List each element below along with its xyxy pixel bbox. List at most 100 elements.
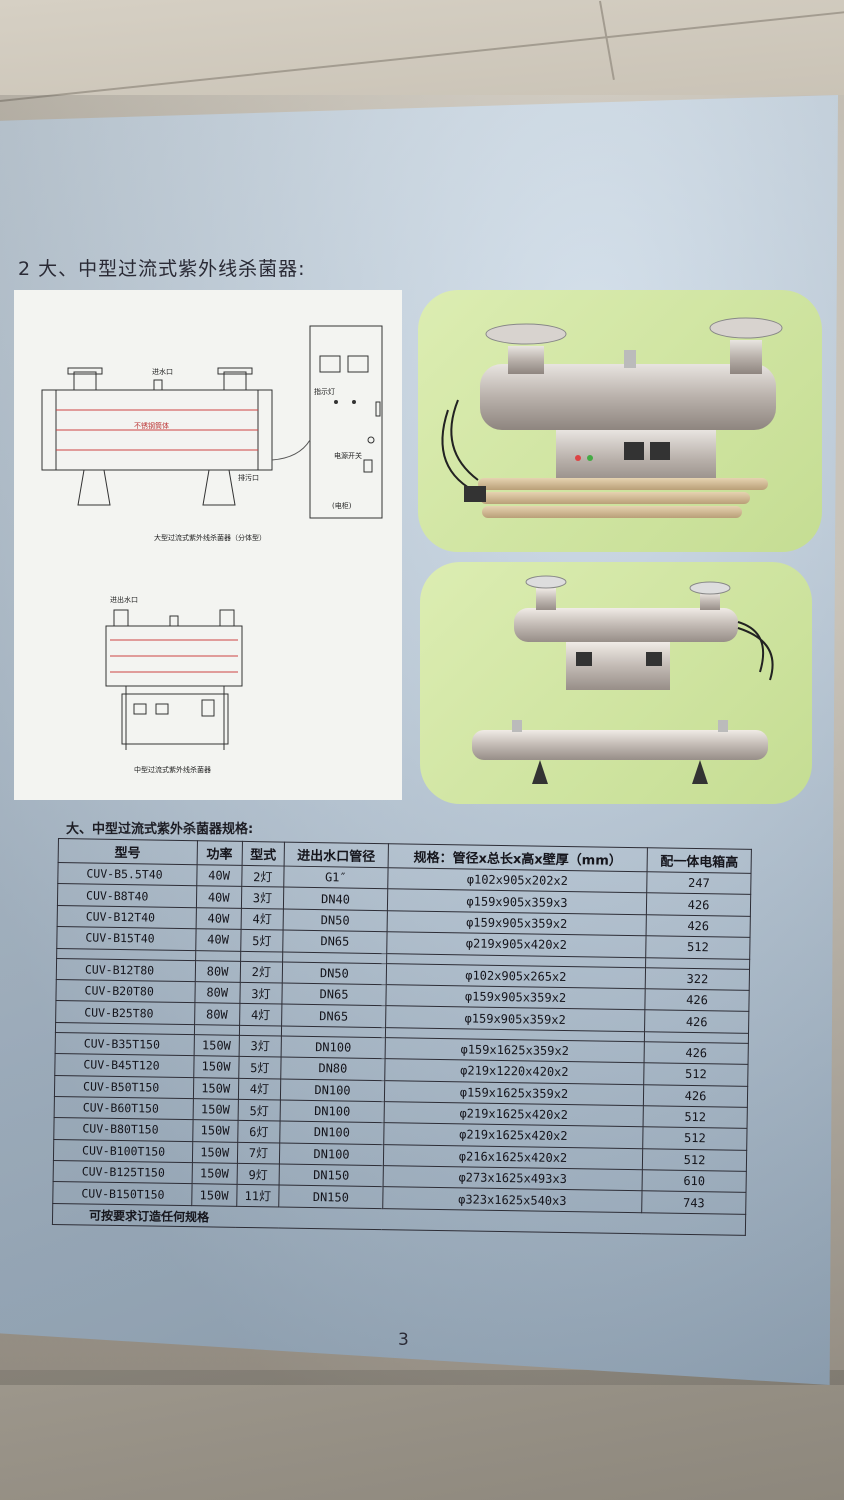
header-power: 功率	[196, 840, 243, 866]
cell-height: 426	[643, 1084, 748, 1108]
cell-height: 512	[642, 1127, 748, 1151]
cell-power: 150W	[192, 1098, 239, 1121]
cell-type: 3灯	[239, 982, 283, 1005]
product-photo-medium	[420, 562, 812, 804]
cell-model: CUV-B60T150	[54, 1096, 193, 1120]
cell-model: CUV-B5.5T40	[57, 862, 197, 887]
cell-type: 9灯	[236, 1163, 280, 1186]
large-leg	[202, 469, 236, 506]
cell-type: 5灯	[240, 929, 284, 952]
label-tube: 不锈钢筒体	[134, 421, 169, 430]
cell-model: CUV-B35T150	[55, 1032, 194, 1056]
cell-model: CUV-B20T80	[55, 979, 195, 1004]
cell-power: 150W	[193, 1055, 239, 1078]
cell-power: 150W	[191, 1162, 238, 1185]
cell-port: DN50	[283, 908, 388, 932]
cell-type: 6灯	[237, 1120, 281, 1143]
cell-height: 247	[646, 871, 752, 895]
separator-cell	[193, 1024, 240, 1036]
cell-power: 150W	[191, 1141, 238, 1164]
cell-port: DN65	[282, 930, 387, 954]
cell-type: 4灯	[239, 1003, 282, 1026]
cell-type: 11灯	[236, 1184, 280, 1207]
cell-power: 80W	[194, 1003, 240, 1026]
cell-port: DN150	[278, 1185, 383, 1209]
cell-power: 150W	[192, 1119, 238, 1143]
cell-height: 512	[642, 1148, 747, 1172]
cell-power: 150W	[192, 1077, 239, 1100]
cell-port: DN100	[280, 1078, 385, 1102]
header-model: 型号	[58, 838, 198, 865]
cell-model: CUV-B25T80	[55, 1000, 195, 1025]
header-type: 型式	[241, 841, 285, 867]
cell-height: 322	[645, 967, 750, 991]
label-mid-outlet: 进出水口	[110, 595, 138, 604]
cell-height: 512	[645, 935, 751, 959]
cell-model: CUV-B100T150	[53, 1139, 193, 1163]
cell-port: DN150	[279, 1164, 384, 1188]
label-drain: 排污口	[238, 473, 259, 482]
header-height: 配一体电箱高	[647, 847, 752, 874]
cell-model: CUV-B45T120	[54, 1053, 194, 1078]
cell-port: DN65	[281, 982, 387, 1007]
label-cabinet-switch: 电源开关	[334, 451, 362, 460]
cell-port: DN100	[279, 1142, 384, 1166]
cell-height: 610	[642, 1169, 747, 1193]
cell-port: G1″	[283, 866, 388, 890]
cell-power: 80W	[194, 960, 241, 983]
spec-table-title: 大、中型过流式紫外杀菌器规格:	[66, 822, 254, 837]
cell-power: 40W	[196, 864, 242, 887]
technical-drawing: 进水口 不锈钢筒体 排污口 指示灯 电源开关 (电柜) 大型过流式紫外线杀菌器（…	[41, 325, 383, 774]
large-unit-endcap-right	[257, 389, 273, 471]
large-inlet-port	[73, 371, 97, 391]
cell-type: 2灯	[241, 865, 285, 888]
label-cabinet: (电柜)	[332, 501, 352, 510]
cell-height: 426	[646, 893, 751, 917]
cell-type: 4灯	[240, 908, 284, 931]
mid-unit-caption: 中型过流式紫外线杀菌器	[134, 765, 211, 774]
cell-power: 150W	[193, 1034, 240, 1057]
section-heading: 2 大、中型过流式紫外线杀菌器:	[18, 258, 306, 280]
separator-cell	[240, 950, 283, 962]
cell-model: CUV-B50T150	[54, 1074, 194, 1099]
label-cabinet-lamp: 指示灯	[314, 387, 335, 396]
cell-model: CUV-B8T40	[57, 883, 197, 908]
cell-model: CUV-B150T150	[52, 1181, 192, 1206]
product-photo-large	[418, 290, 822, 552]
cell-type: 3灯	[238, 1035, 282, 1058]
cell-height: 426	[644, 1041, 749, 1065]
large-outlet-port	[223, 371, 247, 391]
cell-model: CUV-B15T40	[56, 926, 196, 951]
cell-type: 5灯	[237, 1099, 281, 1122]
large-sterilizer-image	[441, 317, 783, 518]
cell-port: DN50	[282, 961, 387, 985]
medium-sterilizer-image	[472, 575, 774, 784]
cell-model: CUV-B125T150	[53, 1160, 192, 1185]
cell-model: CUV-B80T150	[53, 1117, 193, 1142]
cell-port: DN80	[280, 1057, 385, 1081]
cell-port: DN100	[279, 1121, 384, 1145]
cell-model: CUV-B12T40	[57, 905, 196, 929]
cell-type: 2灯	[240, 960, 283, 983]
cell-model: CUV-B12T80	[56, 958, 196, 982]
large-unit-endcap-left	[41, 389, 57, 471]
cell-height: 426	[644, 988, 750, 1012]
cell-height: 512	[643, 1062, 749, 1086]
cell-type: 4灯	[238, 1077, 281, 1100]
cell-type: 3灯	[241, 886, 284, 909]
cell-power: 150W	[191, 1184, 237, 1207]
cell-height: 426	[644, 1010, 749, 1034]
label-inlet: 进水口	[152, 367, 173, 376]
cell-height: 512	[643, 1105, 748, 1129]
spec-table: 型号 功率 型式 进出水口管径 规格：管径x总长x高x壁厚（mm） 配一体电箱高…	[52, 838, 752, 1236]
cell-height: 426	[646, 914, 751, 938]
cell-type: 5灯	[238, 1056, 282, 1079]
control-cabinet	[309, 325, 383, 519]
large-unit-caption: 大型过流式紫外线杀菌器（分体型）	[154, 533, 266, 542]
cell-port: DN65	[281, 1004, 386, 1028]
floor-background	[0, 1370, 844, 1500]
header-port: 进出水口管径	[284, 842, 389, 868]
cell-height: 743	[641, 1191, 747, 1215]
cell-power: 40W	[195, 886, 242, 909]
